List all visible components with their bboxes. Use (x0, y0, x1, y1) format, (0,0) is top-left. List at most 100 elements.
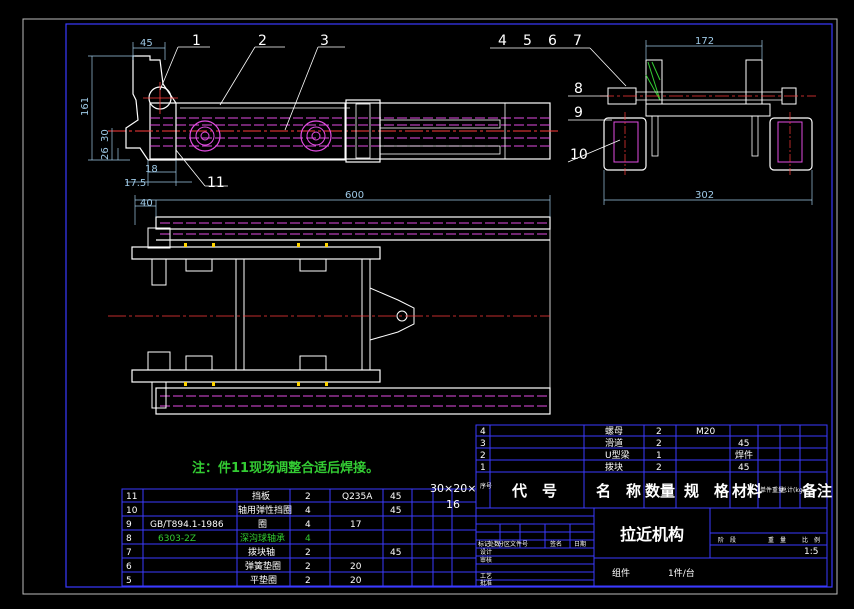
svg-text:挡板: 挡板 (252, 490, 270, 502)
svg-text:2: 2 (305, 548, 311, 558)
svg-text:总计(kg): 总计(kg) (781, 486, 805, 494)
svg-text:45: 45 (738, 463, 749, 473)
drawing-title: 拉近机构 (620, 525, 684, 544)
plan-dimensions (134, 195, 551, 225)
svg-text:2: 2 (480, 451, 486, 461)
bearing (300, 120, 332, 152)
balloon-4: 4 (498, 33, 507, 49)
svg-text:11: 11 (126, 492, 137, 502)
svg-text:4: 4 (480, 427, 486, 437)
svg-text:处数: 处数 (488, 540, 500, 548)
svg-text:名 称: 名 称 (596, 482, 641, 500)
right-rail-section (769, 117, 813, 171)
svg-text:日期: 日期 (574, 540, 586, 548)
side-view (108, 55, 560, 163)
dim-40: 40 (140, 198, 153, 209)
balloon-9: 9 (574, 105, 583, 121)
svg-text:工艺: 工艺 (480, 572, 492, 580)
svg-text:45: 45 (390, 492, 401, 502)
end-clamp (345, 99, 381, 163)
cross-bar-bottom (131, 369, 381, 383)
svg-text:数量: 数量 (645, 482, 675, 500)
vertical-plate (745, 59, 763, 105)
svg-text:螺母: 螺母 (605, 426, 623, 437)
svg-text:45: 45 (738, 439, 749, 449)
u-beam (176, 102, 346, 161)
svg-text:平垫圈: 平垫圈 (250, 574, 277, 586)
svg-text:规 格: 规 格 (684, 482, 730, 500)
svg-text:4: 4 (305, 520, 311, 530)
side-view-dimensions (88, 42, 192, 186)
svg-text:代 号: 代 号 (511, 482, 557, 500)
spec-note: 30×20× (430, 482, 476, 495)
dim-600: 600 (345, 190, 364, 201)
roles: 设计 审核 工艺 批准 (480, 548, 492, 587)
svg-text:U型梁: U型梁 (605, 449, 630, 461)
parts-upper: 4 螺母 2 M20 3 滑道 2 45 2 U型梁 1 焊件 1 拨块 2 4… (480, 426, 753, 473)
svg-text:焊件: 焊件 (735, 449, 753, 461)
quantity-label: 1件/台 (668, 567, 695, 579)
svg-text:9: 9 (126, 520, 132, 530)
svg-text:M20: M20 (696, 427, 715, 437)
scale-value: 1:5 (804, 547, 818, 557)
svg-text:1: 1 (480, 463, 486, 473)
svg-text:10: 10 (126, 506, 138, 516)
svg-text:文件号: 文件号 (510, 540, 528, 548)
svg-text:4: 4 (305, 534, 311, 544)
balloon-leaders (159, 46, 345, 187)
svg-text:拨块: 拨块 (605, 461, 623, 473)
svg-text:备注: 备注 (801, 482, 832, 500)
tie-rod (379, 145, 501, 155)
svg-text:弹簧垫圈: 弹簧垫圈 (245, 560, 281, 572)
tie-rod (379, 119, 501, 129)
cross-beam (645, 103, 771, 117)
weld-marks (184, 243, 328, 386)
weight-label: 重 量 (768, 536, 786, 544)
balloon-8: 8 (574, 81, 583, 97)
left-bearing-section (613, 121, 639, 163)
svg-text:2: 2 (305, 576, 311, 586)
svg-text:GB/T894.1-1986: GB/T894.1-1986 (150, 520, 224, 530)
svg-text:45: 45 (390, 506, 401, 516)
weld-note: 注：件11现场调整合适后焊接。 (192, 460, 379, 476)
svg-text:1: 1 (656, 451, 662, 461)
svg-text:45: 45 (390, 548, 401, 558)
frame-web (235, 258, 245, 371)
frame-web (361, 258, 371, 371)
svg-text:材料: 材料 (732, 482, 762, 500)
svg-text:2: 2 (305, 492, 311, 502)
vertical-plate (645, 59, 663, 105)
svg-text:Q235A: Q235A (342, 492, 373, 502)
svg-text:2: 2 (656, 427, 662, 437)
plan-view (108, 216, 551, 415)
balloon-7: 7 (573, 33, 582, 49)
end-clamp-plate (355, 103, 371, 159)
title-block-lines (121, 424, 828, 587)
svg-text:圈: 圈 (258, 519, 267, 530)
dim-26: 26 (100, 147, 111, 160)
parts-header: 序号 代 号 名 称 数量 规 格 材料 单件重量 总计(kg) 备注 (480, 482, 832, 500)
balloon-10: 10 (570, 147, 588, 163)
spec-note-2: 16 (446, 498, 460, 511)
svg-text:2: 2 (305, 562, 311, 572)
svg-text:签名: 签名 (550, 540, 562, 548)
svg-text:3: 3 (480, 439, 486, 449)
balloon-6: 6 (548, 33, 557, 49)
cross-bar-top (131, 246, 381, 260)
parts-lower: 11 挡板 2 Q235A 45 10 轴用弹性挡圈 4 45 9 GB/T89… (126, 490, 401, 586)
assembly-label: 组件 (612, 567, 630, 579)
svg-text:17: 17 (350, 520, 361, 530)
dim-172: 172 (695, 36, 714, 47)
svg-text:2: 2 (656, 439, 662, 449)
svg-text:4: 4 (305, 506, 311, 516)
scale-label: 比 例 (802, 536, 820, 544)
svg-text:6303-2Z: 6303-2Z (158, 534, 196, 544)
outer-border (22, 18, 838, 595)
revision-header: 标记 处数 分区 文件号 签名 日期 (478, 540, 586, 548)
svg-text:轴用弹性挡圈: 轴用弹性挡圈 (238, 504, 292, 516)
svg-text:审核: 审核 (480, 556, 492, 564)
balloon-5: 5 (523, 33, 532, 49)
balloon-1: 1 (192, 33, 201, 49)
inner-border (65, 23, 833, 588)
